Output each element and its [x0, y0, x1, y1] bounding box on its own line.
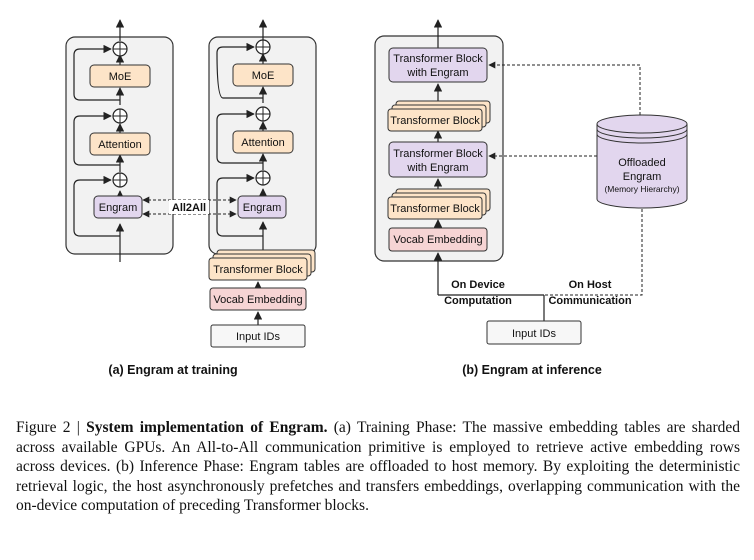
figure-caption: Figure 2 | System implementation of Engr… — [16, 418, 740, 516]
tb-engram-label-line1: Transformer Block — [393, 148, 483, 160]
transformer-block-label: Transformer Block — [390, 203, 480, 215]
all2all-label: All2All — [172, 202, 206, 214]
tb-engram-label-line2: with Engram — [406, 162, 468, 174]
inference-diagram: Transformer Block with Engram Transforme… — [374, 19, 688, 345]
attention-block: Attention — [232, 130, 294, 154]
on-host-label-line1: On Host — [569, 279, 612, 291]
moe-label: MoE — [252, 70, 275, 82]
add-circle — [255, 39, 271, 55]
training-subtitle: (a) Engram at training — [108, 363, 237, 377]
training-left-column: MoE Attention Engram — [65, 19, 174, 262]
input-ids-box: Input IDs — [486, 320, 582, 345]
add-circle — [255, 170, 271, 186]
input-ids-label: Input IDs — [512, 328, 557, 340]
vocab-embedding-block: Vocab Embedding — [209, 287, 307, 311]
add-circle — [112, 172, 128, 188]
attention-label: Attention — [98, 139, 141, 151]
transformer-block-with-engram: Transformer Block with Engram — [388, 47, 488, 83]
engram-system-diagram: MoE Attention Engram MoE Att — [65, 19, 688, 377]
attention-label: Attention — [241, 137, 284, 149]
transformer-block-label: Transformer Block — [213, 264, 303, 276]
tb-engram-label-line2: with Engram — [406, 67, 468, 79]
add-circle — [255, 106, 271, 122]
caption-title: System implementation of Engram. — [86, 419, 328, 436]
add-circle — [112, 108, 128, 124]
engram-label: Engram — [99, 202, 138, 214]
engram-label: Engram — [243, 202, 282, 214]
training-right-column: MoE Attention Engram Transformer Block V… — [208, 19, 317, 348]
on-device-label-line2: Computation — [444, 295, 512, 307]
vocab-embedding-label: Vocab Embedding — [393, 234, 482, 246]
input-ids-label: Input IDs — [236, 331, 281, 343]
caption-prefix: Figure 2 | — [16, 419, 87, 436]
vocab-embedding-label: Vocab Embedding — [213, 294, 302, 306]
transformer-block-stack: Transformer Block — [387, 188, 491, 220]
offloaded-label-line1: Offloaded — [618, 157, 666, 169]
tb-engram-label-line1: Transformer Block — [393, 53, 483, 65]
moe-label: MoE — [109, 71, 132, 83]
input-ids-box: Input IDs — [210, 324, 306, 348]
transformer-block-with-engram: Transformer Block with Engram — [388, 141, 488, 178]
attention-block: Attention — [89, 132, 151, 156]
moe-block: MoE — [89, 64, 151, 88]
inference-subtitle: (b) Engram at inference — [462, 363, 602, 377]
on-device-label-line1: On Device — [451, 279, 505, 291]
vocab-embedding-block: Vocab Embedding — [388, 227, 488, 252]
all2all-connector: All2All — [142, 196, 237, 218]
offloaded-label-line2: Engram — [623, 171, 662, 183]
moe-block: MoE — [232, 63, 294, 87]
offloaded-engram-database-icon: Offloaded Engram (Memory Hierarchy) — [596, 114, 688, 209]
transformer-block-label: Transformer Block — [390, 115, 480, 127]
engram-block: Engram — [93, 195, 143, 219]
offloaded-label-line3: (Memory Hierarchy) — [604, 184, 679, 194]
on-host-label-line2: Communication — [548, 295, 631, 307]
transformer-block-stack: Transformer Block — [387, 100, 491, 132]
add-circle — [112, 41, 128, 57]
transformer-block-stack: Transformer Block — [208, 249, 316, 281]
caption-body: (a) Training Phase: The massive embeddin… — [16, 419, 741, 514]
engram-block: Engram — [237, 195, 287, 219]
